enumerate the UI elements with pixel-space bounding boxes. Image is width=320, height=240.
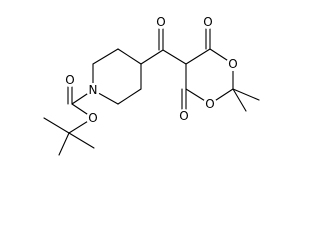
atom-oxygen-ketone: O xyxy=(154,15,168,29)
svg-text:N: N xyxy=(89,83,98,97)
atom-oxygen-carbamate-ester: O xyxy=(86,111,100,125)
atom-labels: N O O O O O O O xyxy=(63,15,240,125)
atom-oxygen-dioxane-ring-upper: O xyxy=(226,57,240,71)
atom-nitrogen: N xyxy=(86,83,100,97)
svg-text:O: O xyxy=(203,15,212,29)
atom-oxygen-carbamate-carbonyl: O xyxy=(63,73,77,87)
chemical-structure: N O O O O O O O xyxy=(43,15,260,156)
svg-text:O: O xyxy=(65,73,74,87)
bond-lines xyxy=(43,24,260,156)
svg-text:O: O xyxy=(179,109,188,123)
atom-oxygen-dioxane-ring-lower: O xyxy=(203,97,217,111)
svg-text:O: O xyxy=(205,97,214,111)
svg-text:O: O xyxy=(228,57,237,71)
svg-text:O: O xyxy=(88,111,97,125)
atom-oxygen-dioxane-carbonyl-bottom: O xyxy=(177,109,191,123)
svg-text:O: O xyxy=(156,15,165,29)
atom-oxygen-dioxane-carbonyl-top: O xyxy=(201,15,215,29)
